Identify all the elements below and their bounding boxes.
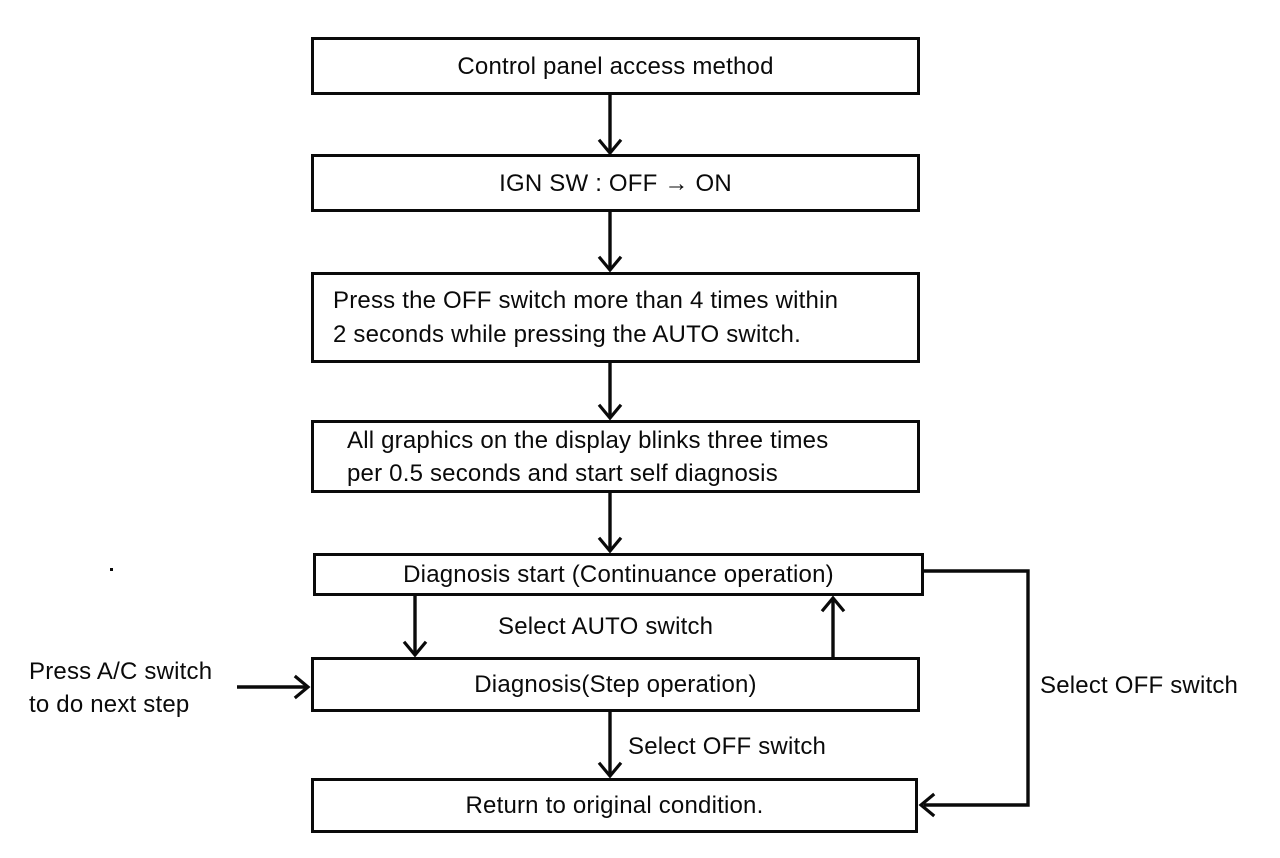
node-diagnosis-step-label: Diagnosis(Step operation) <box>474 671 757 698</box>
node-press-off-switch-line1: Press the OFF switch more than 4 times w… <box>333 286 839 314</box>
edge-label-select-auto: Select AUTO switch <box>498 613 714 640</box>
node-press-off-switch: Press the OFF switch more than 4 times w… <box>311 272 920 363</box>
node-return-original: Return to original condition. <box>311 778 918 833</box>
side-note-line1: Press A/C switch <box>29 658 213 685</box>
node-diagnosis-start-label: Diagnosis start (Continuance operation) <box>403 561 834 588</box>
edge-side-note-to-step-arrow <box>237 674 311 700</box>
edge-blink-to-diagnosis-start-arrow <box>597 493 623 554</box>
edge-diagnosis-step-to-start-arrow <box>820 595 846 657</box>
edge-diagnosis-start-to-step-arrow <box>402 596 428 658</box>
node-diagnosis-start: Diagnosis start (Continuance operation) <box>313 553 924 596</box>
node-press-off-switch-line2: 2 seconds while pressing the AUTO switch… <box>333 320 801 348</box>
edge-ign-to-press-off-arrow <box>597 212 623 273</box>
node-ign-sw: IGN SW : OFF → ON <box>311 154 920 212</box>
edge-press-off-to-blink-arrow <box>597 363 623 421</box>
side-note-line2: to do next step <box>29 691 190 718</box>
side-note-press-ac-switch: Press A/C switch to do next step <box>29 655 212 721</box>
edge-diagnosis-start-to-return-bypass-arrow <box>918 569 1030 818</box>
edge-label-select-off-bypass: Select OFF switch <box>1040 672 1239 699</box>
node-diagnosis-step: Diagnosis(Step operation) <box>311 657 920 712</box>
node-control-panel-access-label: Control panel access method <box>457 52 774 80</box>
scan-artifact-dot <box>110 568 113 571</box>
edge-label-select-off-step: Select OFF switch <box>628 733 827 760</box>
edge-diagnosis-step-to-return-arrow <box>597 712 623 779</box>
node-return-original-label: Return to original condition. <box>465 792 764 819</box>
node-ign-sw-label: IGN SW : OFF → ON <box>499 169 732 197</box>
node-display-blinks: All graphics on the display blinks three… <box>311 420 920 493</box>
node-display-blinks-line2: per 0.5 seconds and start self diagnosis <box>347 459 778 487</box>
node-display-blinks-line1: All graphics on the display blinks three… <box>347 426 829 454</box>
edge-control-panel-to-ign-arrow <box>597 95 623 156</box>
node-control-panel-access: Control panel access method <box>311 37 920 95</box>
